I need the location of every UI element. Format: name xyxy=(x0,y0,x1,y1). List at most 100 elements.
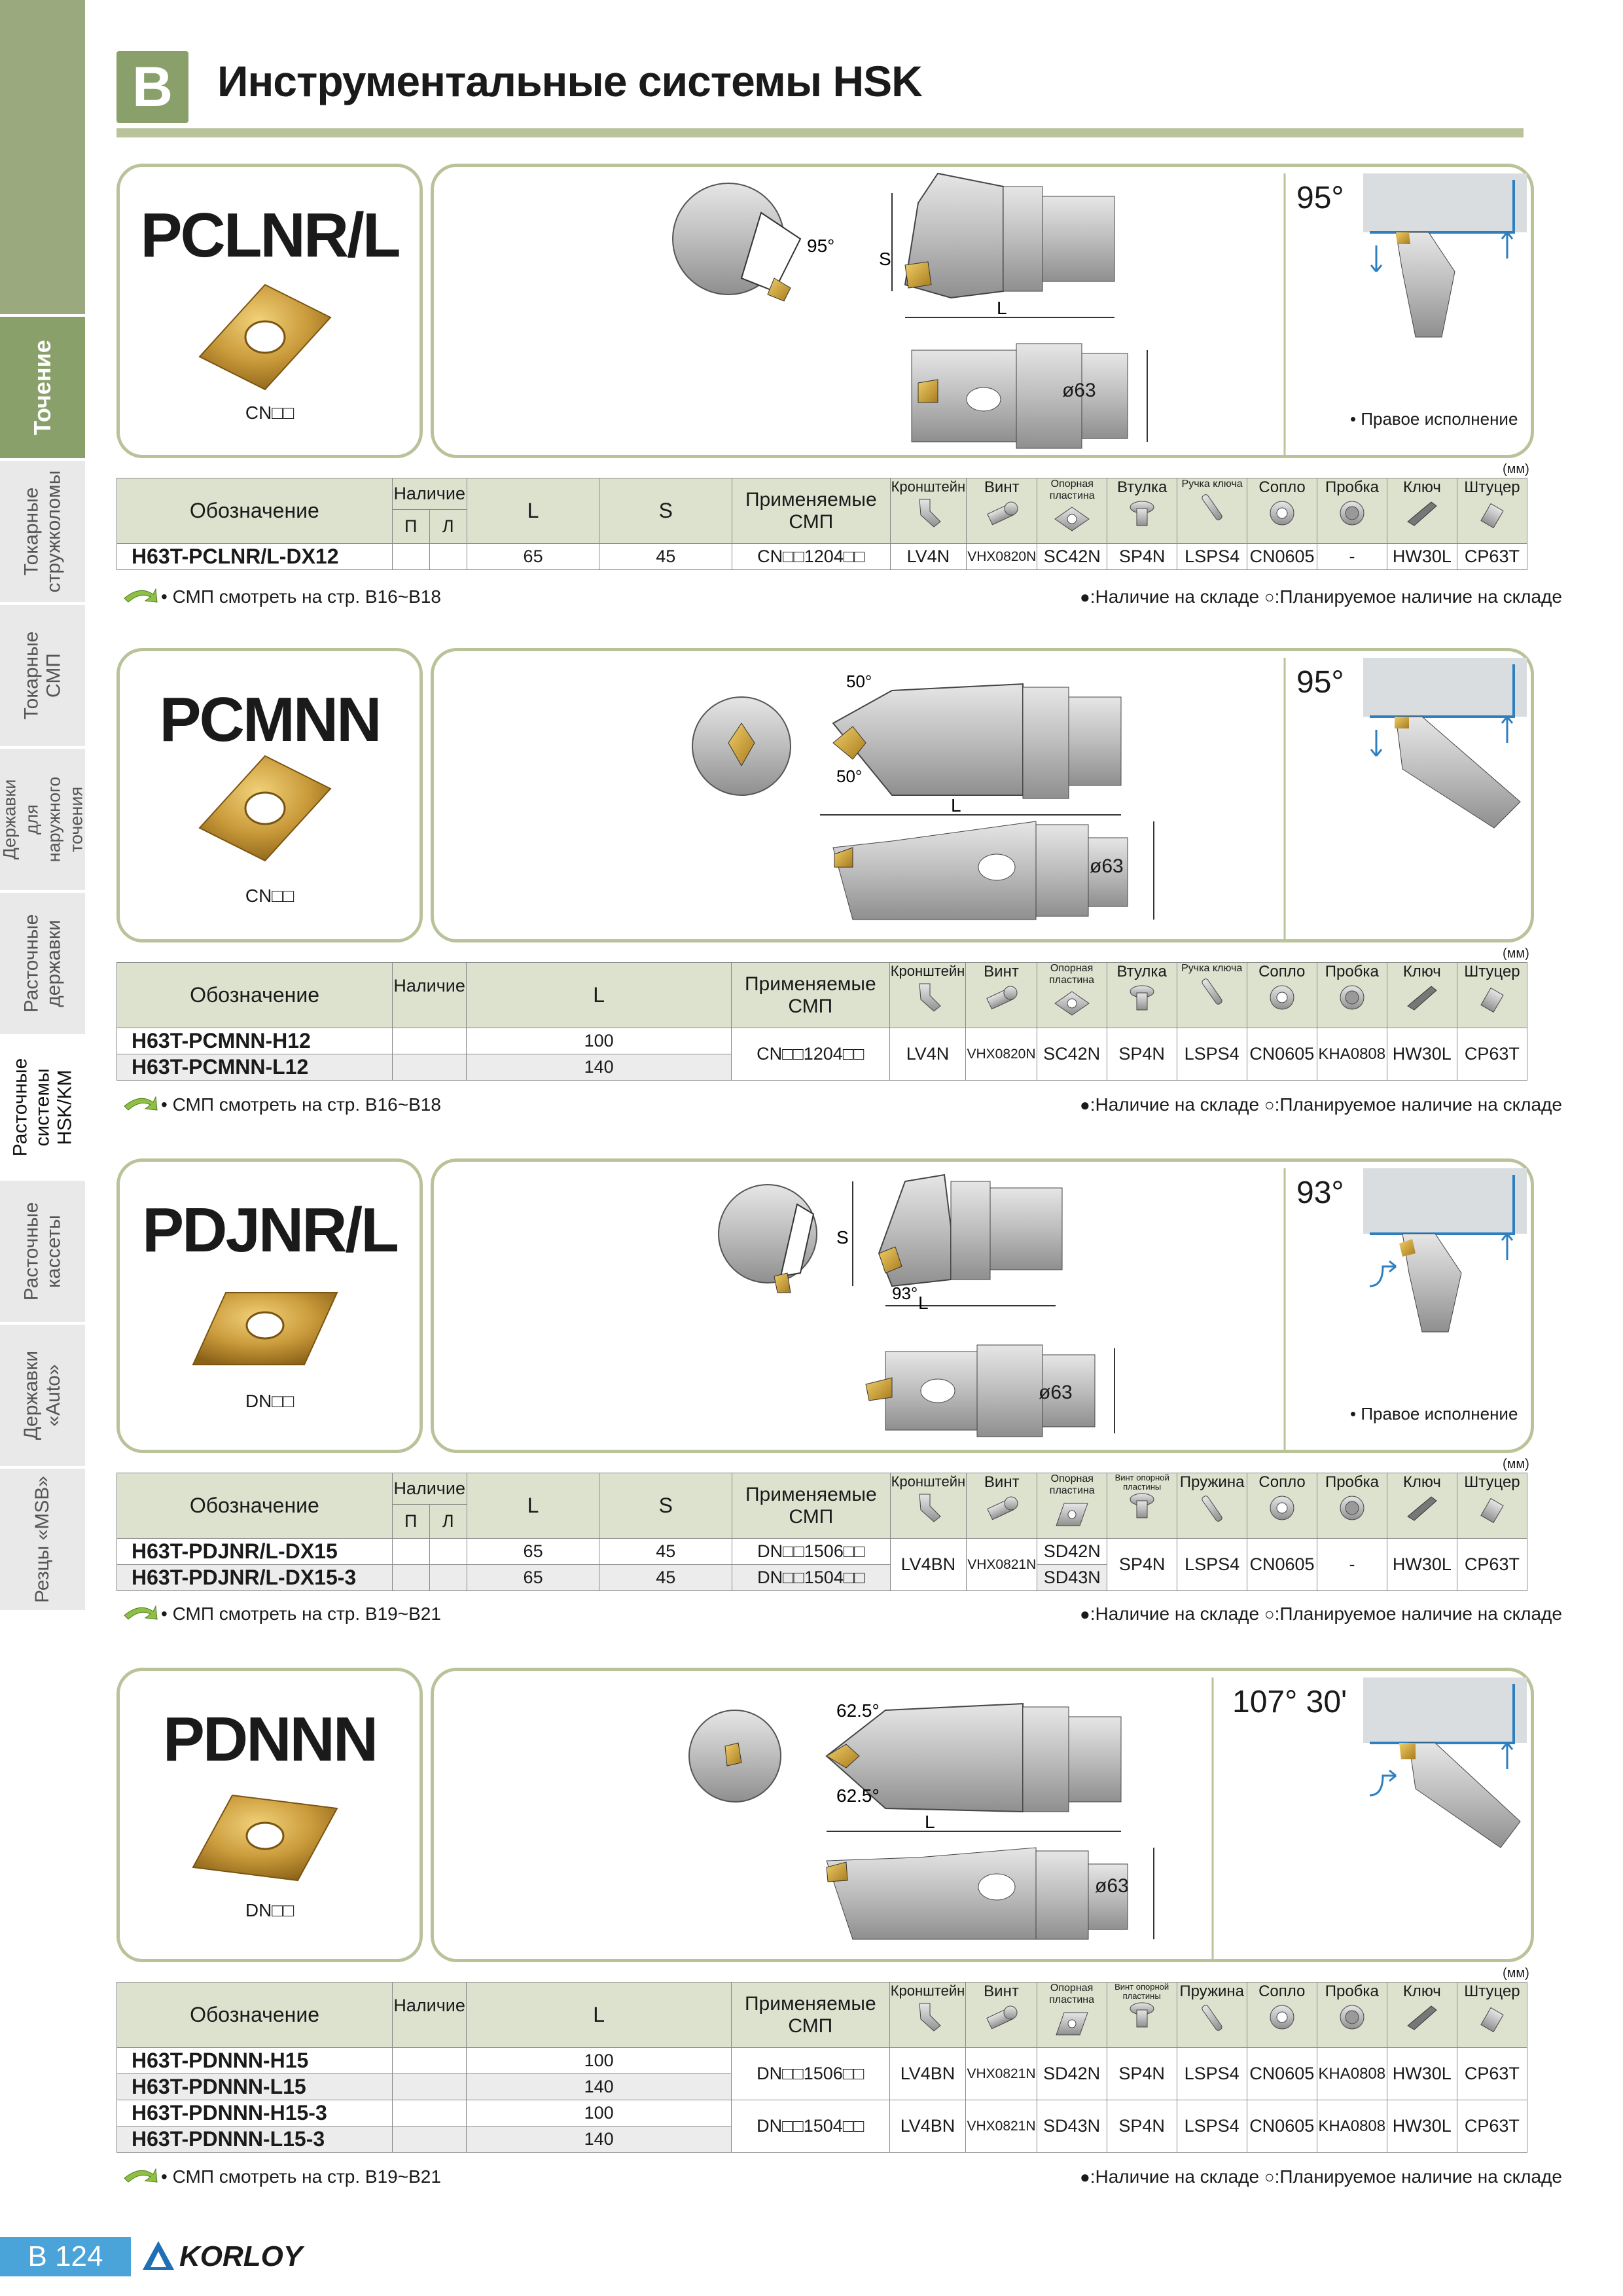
svg-text:62.5°: 62.5° xyxy=(836,1700,880,1721)
insert-code: CN□□ xyxy=(245,886,294,906)
acc-shim-screw: Винт опорной пластины xyxy=(1106,1982,1177,2048)
acc-plug: Пробка xyxy=(1316,1982,1387,2048)
hex-key-icon xyxy=(1407,1496,1437,1521)
in-stock-dot-icon: ● xyxy=(1080,1095,1090,1115)
sidebar-item-msb[interactable]: Резцы «MSB» xyxy=(0,1469,85,1613)
col-insert: Применяемые СМП xyxy=(732,478,891,544)
acc-key: Ключ xyxy=(1386,962,1457,1028)
unit-label: (мм) xyxy=(1503,1457,1529,1471)
bracket-icon xyxy=(918,2003,941,2032)
sidebar-item-auto[interactable]: Державки «Auto» xyxy=(0,1325,85,1469)
product-name: PCLNR/L xyxy=(140,200,401,270)
sidebar-item-hsk-km[interactable]: Расточные системы HSK/KM xyxy=(0,1037,85,1181)
col-S: S xyxy=(599,478,733,544)
col-insert: Применяемые СМП xyxy=(730,962,890,1028)
fitting-icon xyxy=(1480,1498,1504,1524)
unit-label: (мм) xyxy=(1503,462,1529,476)
sidebar-top-block xyxy=(0,0,85,317)
screw-icon xyxy=(986,986,1018,1010)
col-availability: Наличие xyxy=(392,962,467,1028)
nozzle-icon xyxy=(1270,985,1294,1010)
link-arrow-icon[interactable] xyxy=(122,1092,158,1118)
svg-text:L: L xyxy=(951,795,961,816)
screw-icon xyxy=(986,501,1018,526)
product-card-pdjnr: PDJNR/L DN□□ xyxy=(116,1158,423,1453)
col-availability: Наличие xyxy=(392,1982,467,2048)
svg-text:95°: 95° xyxy=(807,236,834,256)
sleeve-icon xyxy=(1130,501,1154,526)
shim-icon xyxy=(1054,991,1090,1016)
svg-text:62.5°: 62.5° xyxy=(836,1785,880,1806)
acc-sleeve: Втулка xyxy=(1107,478,1178,544)
svg-text:L: L xyxy=(997,298,1007,318)
sidebar-item-label: Точение xyxy=(29,340,56,435)
link-arrow-icon[interactable] xyxy=(122,584,158,610)
acc-key: Ключ xyxy=(1386,1473,1457,1539)
bracket-icon xyxy=(919,499,942,528)
acc-plug: Пробка xyxy=(1317,478,1387,544)
screw-icon xyxy=(986,2005,1018,2030)
col-L: L xyxy=(466,1982,732,2048)
sidebar-item-label: Державки для наружного точения xyxy=(0,776,86,863)
insert-code: CN□□ xyxy=(245,403,294,423)
planned-stock-circle-icon: ○ xyxy=(1264,1604,1275,1624)
svg-text:93°: 93° xyxy=(892,1283,918,1303)
sidebar-item-turning[interactable]: Точение xyxy=(0,317,85,461)
unit-label: (мм) xyxy=(1503,946,1529,961)
col-left: Л xyxy=(429,509,467,544)
brand-logo: KORLOY xyxy=(140,2238,302,2275)
col-L: L xyxy=(466,962,732,1028)
sleeve-icon xyxy=(1130,2002,1154,2028)
acc-fitting: Штуцер xyxy=(1456,478,1528,544)
acc-shim-screw: Винт опорной пластины xyxy=(1107,1473,1178,1539)
sidebar-item-cartridges[interactable]: Расточные кассеты xyxy=(0,1181,85,1325)
acc-shim: Опорная пластина xyxy=(1037,1473,1108,1539)
col-designation: Обозначение xyxy=(116,478,393,544)
acc-handle: Ручка ключа xyxy=(1176,962,1247,1028)
sidebar: Точение Токарные стружколомы Токарные СМ… xyxy=(0,0,86,1617)
acc-plug: Пробка xyxy=(1316,962,1387,1028)
sidebar-item-label: Резцы «MSB» xyxy=(31,1476,53,1603)
col-designation: Обозначение xyxy=(116,962,393,1028)
product-card-pcmnn: PCMNN CN□□ xyxy=(116,648,423,942)
col-insert: Применяемые СМП xyxy=(732,1473,891,1539)
col-S: S xyxy=(599,1473,733,1539)
nozzle-icon xyxy=(1270,501,1294,526)
handle-icon xyxy=(1202,978,1222,1005)
spec-table-pcmnn: Обозначение Наличие L Применяемые СМП Кр… xyxy=(116,962,1528,1081)
diameter-label: ø63 xyxy=(1095,1875,1129,1897)
pin-icon xyxy=(1202,2005,1222,2031)
tool-drawing-pdjnr: S L 93° 93° • Правое исполнение ø63 xyxy=(431,1158,1534,1453)
shim-icon xyxy=(1055,2012,1088,2036)
fitting-icon xyxy=(1480,503,1504,529)
sidebar-item-boring-bars[interactable]: Расточные державки xyxy=(0,893,85,1037)
table-row: H63T-PCMNN-H12 100 CN□□1204□□ LV4N VHX08… xyxy=(116,1028,1528,1081)
product-name: PDJNR/L xyxy=(142,1195,399,1265)
sidebar-item-chipbreakers[interactable]: Токарные стружколомы xyxy=(0,461,85,605)
col-left: Л xyxy=(429,1504,467,1539)
sidebar-item-external-holders[interactable]: Державки для наружного точения xyxy=(0,749,86,893)
sidebar-item-label: Расточные системы HSK/KM xyxy=(9,1058,76,1157)
acc-fitting: Штуцер xyxy=(1456,1473,1528,1539)
planned-stock-circle-icon: ○ xyxy=(1264,1095,1275,1115)
link-arrow-icon[interactable] xyxy=(122,1601,158,1627)
tool-drawing-pdnnn: L 62.5° 62.5° 107° 30' ø63 xyxy=(431,1668,1534,1962)
acc-nozzle: Сопло xyxy=(1247,478,1318,544)
acc-nozzle: Сопло xyxy=(1246,962,1317,1028)
diameter-label: ø63 xyxy=(1062,380,1096,401)
acc-shim: Опорная пластина xyxy=(1037,478,1108,544)
col-right: П xyxy=(391,509,430,544)
tool-drawing-pclnr: S L 95° 95° • Правое исполнение ø63 xyxy=(431,164,1534,458)
see-inserts-note: • СМП смотреть на стр. B19~B21 xyxy=(161,2166,441,2187)
nozzle-icon xyxy=(1270,1496,1294,1520)
cutting-angle: 95° xyxy=(1296,665,1344,700)
acc-bracket: Кронштейн xyxy=(889,1982,967,2048)
tool-drawing: L 62.5° 62.5° xyxy=(688,1677,1527,1959)
acc-spring: Пружина xyxy=(1177,1473,1248,1539)
sidebar-item-inserts[interactable]: Токарные СМП xyxy=(0,605,85,749)
tool-drawing: S L 95° xyxy=(672,172,1527,455)
link-arrow-icon[interactable] xyxy=(122,2164,158,2190)
right-hand-note: • Правое исполнение xyxy=(1350,1404,1518,1424)
page-number: B 124 xyxy=(0,2237,131,2276)
sidebar-item-label: Державки «Auto» xyxy=(20,1350,65,1441)
